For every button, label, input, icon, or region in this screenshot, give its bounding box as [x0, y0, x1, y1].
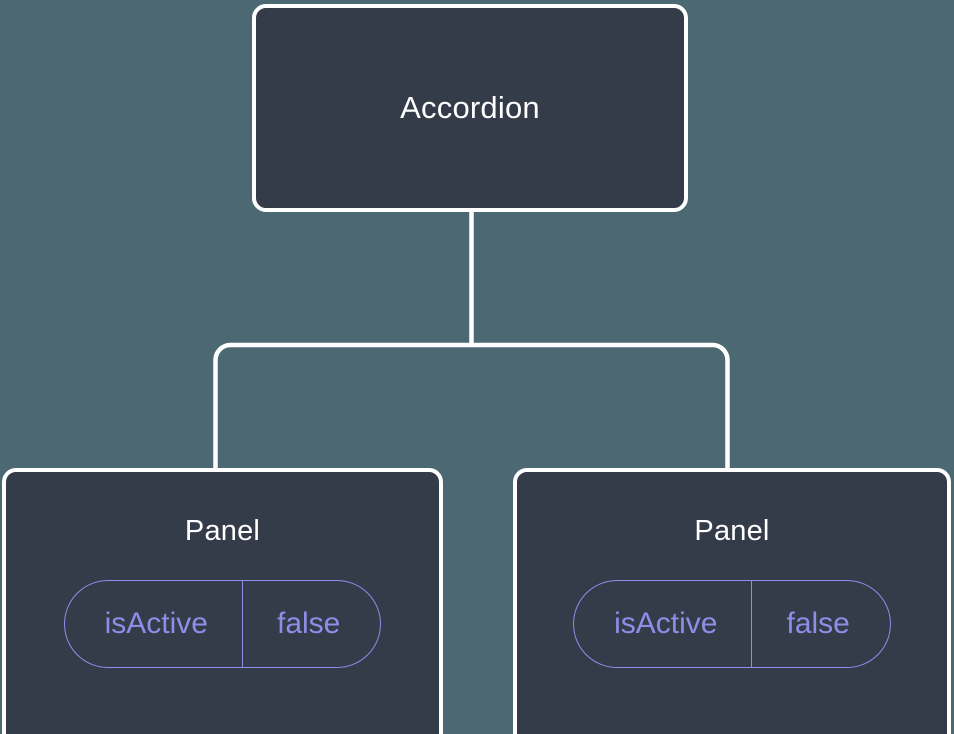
connector-branch-right [471, 342, 730, 470]
state-badge-panel-2[interactable]: isActive false [573, 579, 891, 668]
connector-branch-left [213, 342, 472, 470]
tree-node-panel-1[interactable]: Panel isActive false [2, 468, 443, 734]
tree-node-panel-2[interactable]: Panel isActive false [513, 468, 951, 734]
state-badge-panel-1-key: isActive [104, 606, 208, 640]
tree-node-panel-1-label: Panel [184, 515, 261, 547]
state-badge-panel-2-key: isActive [614, 606, 718, 640]
state-badge-panel-2-value: false [751, 580, 889, 667]
tree-node-accordion[interactable]: Accordion [252, 4, 688, 212]
tree-node-accordion-label: Accordion [400, 89, 540, 125]
tree-node-panel-2-label: Panel [694, 515, 770, 547]
state-badge-panel-1-value: false [241, 580, 380, 667]
state-badge-panel-1[interactable]: isActive false [63, 579, 382, 668]
